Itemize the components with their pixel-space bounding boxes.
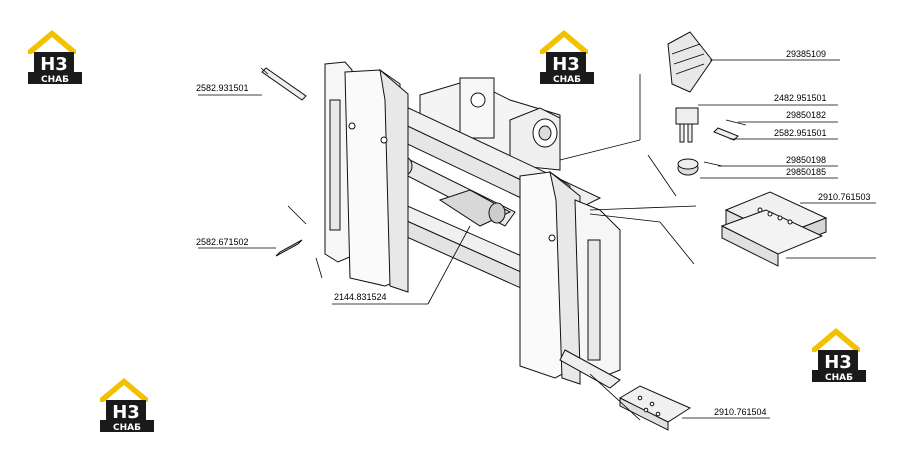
- brand-logo: H3 СНАБ: [540, 30, 594, 85]
- part-label: 2482.951501: [774, 93, 827, 103]
- part-label: 2582.671502: [196, 237, 249, 247]
- part-label: 29850182: [786, 110, 826, 120]
- leader-lines: [198, 59, 876, 421]
- part-label: 2582.951501: [774, 128, 827, 138]
- chain-anchor-part: [675, 107, 699, 143]
- small-pin-part: [275, 239, 303, 257]
- logo-sub-text: СНАБ: [553, 75, 581, 85]
- part-label: 2144.831524: [334, 292, 387, 302]
- logo-main-text: H3: [552, 54, 580, 75]
- logo-sub-text: СНАБ: [113, 423, 141, 433]
- pin-small-part: [713, 127, 739, 141]
- part-label: 29850198: [786, 155, 826, 165]
- split-pin-part: [703, 161, 723, 167]
- logo-sub-text: СНАБ: [41, 75, 69, 85]
- nut-part: [677, 158, 699, 176]
- part-labels: 2582.931501 2582.671502 2144.831524 2938…: [196, 49, 871, 417]
- brand-logo: H3 СНАБ: [100, 378, 154, 433]
- part-label: 2910.761503: [818, 192, 871, 202]
- logo-main-text: H3: [824, 352, 852, 373]
- logo-main-text: H3: [40, 54, 68, 75]
- logo-sub-text: СНАБ: [825, 373, 853, 383]
- part-label: 29385109: [786, 49, 826, 59]
- part-label: 2582.931501: [196, 83, 249, 93]
- logo-main-text: H3: [112, 402, 140, 423]
- chain-part: [667, 31, 713, 93]
- brand-logo: H3 СНАБ: [28, 30, 82, 85]
- pin-part: [260, 67, 307, 101]
- fork-positioner-assembly: [324, 61, 621, 389]
- wear-pad-part: [720, 191, 828, 267]
- part-label: 2910.761504: [714, 407, 767, 417]
- split-pin-part: [725, 119, 747, 126]
- part-label: 29850185: [786, 167, 826, 177]
- wear-plate-part: [618, 385, 692, 431]
- brand-logo: H3 СНАБ: [812, 328, 866, 383]
